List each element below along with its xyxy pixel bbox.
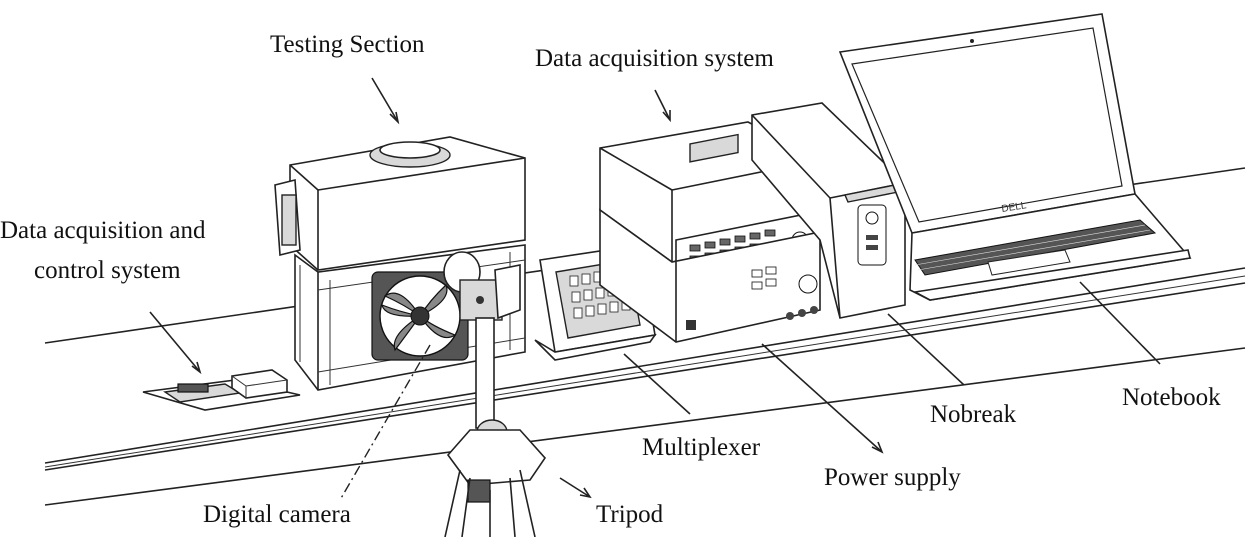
label-digital-camera: Digital camera xyxy=(203,501,351,528)
label-testing-section: Testing Section xyxy=(270,31,425,58)
tripod xyxy=(444,317,547,537)
label-daq-control-line1: Data acquisition and xyxy=(0,217,206,244)
power-supply xyxy=(599,133,821,343)
digital-camera xyxy=(443,251,521,321)
notebook-logo: DELL xyxy=(1001,200,1028,215)
leader-lines xyxy=(149,77,1161,501)
label-notebook: Notebook xyxy=(1122,384,1221,411)
daq-control-device xyxy=(142,369,301,411)
label-multiplexer: Multiplexer xyxy=(642,434,761,461)
nobreak xyxy=(751,102,906,319)
notebook xyxy=(838,13,1192,301)
label-tripod: Tripod xyxy=(596,501,664,528)
label-daq-control-line2: control system xyxy=(34,257,181,284)
label-power-supply: Power supply xyxy=(824,464,961,491)
label-nobreak: Nobreak xyxy=(930,401,1017,428)
label-data-acquisition-system: Data acquisition system xyxy=(535,45,774,72)
